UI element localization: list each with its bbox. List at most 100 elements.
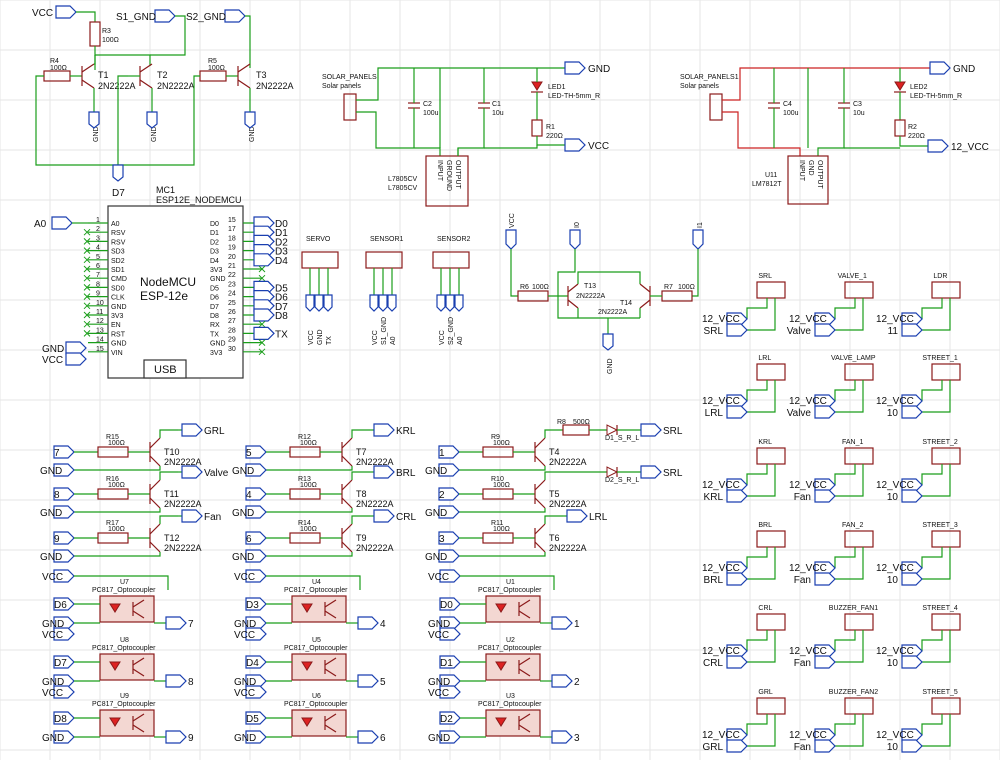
driver-output-port[interactable]	[181, 509, 203, 523]
gnd-port-solar2[interactable]	[929, 61, 951, 75]
resistor-r17[interactable]	[97, 532, 129, 544]
connector-valve_1[interactable]	[844, 281, 874, 299]
driver-gnd-port[interactable]	[53, 549, 75, 563]
resistor-r13[interactable]	[289, 488, 321, 500]
connector-port-a[interactable]	[901, 478, 923, 492]
connector-port-b[interactable]	[814, 655, 836, 669]
opto-input-port[interactable]	[53, 711, 75, 725]
driver-input-port[interactable]	[53, 487, 75, 501]
header-port[interactable]	[454, 294, 464, 312]
vcc-port-mcu[interactable]	[65, 352, 87, 366]
connector-street_1[interactable]	[931, 363, 961, 381]
connector-port-a[interactable]	[726, 478, 748, 492]
opto-output-port[interactable]	[165, 616, 187, 630]
connector-port-b[interactable]	[901, 489, 923, 503]
opto-gnd-port[interactable]	[245, 730, 267, 744]
header-port[interactable]	[436, 294, 446, 312]
resistor-r8[interactable]	[562, 424, 590, 436]
opto-vcc-port[interactable]	[245, 685, 267, 699]
resistor-r3[interactable]	[89, 21, 101, 47]
opto-input-port[interactable]	[245, 655, 267, 669]
transistor-t3[interactable]	[237, 63, 251, 89]
connector-port-a[interactable]	[726, 644, 748, 658]
gnd-port-t2[interactable]	[146, 111, 158, 129]
vcc-port-mid[interactable]	[505, 229, 517, 250]
driver-output-port[interactable]	[181, 465, 203, 479]
vcc-port-solar1[interactable]	[564, 138, 586, 152]
opto-output-port[interactable]	[357, 730, 379, 744]
connector-port-b[interactable]	[901, 739, 923, 753]
solar2-header[interactable]	[709, 93, 723, 121]
driver-output-port[interactable]	[373, 465, 395, 479]
resistor-r4[interactable]	[43, 70, 71, 82]
opto-gnd-port[interactable]	[245, 674, 267, 688]
opto-vcc-port[interactable]	[53, 627, 75, 641]
driver-gnd-port[interactable]	[438, 463, 460, 477]
connector-port-a[interactable]	[901, 394, 923, 408]
transistor-t1[interactable]	[81, 63, 95, 89]
opto-gnd-port[interactable]	[439, 730, 461, 744]
diode-icon[interactable]	[606, 466, 619, 478]
optocoupler-u5[interactable]	[291, 653, 347, 681]
i0-port[interactable]	[569, 229, 581, 250]
gnd-port-solar1[interactable]	[564, 61, 586, 75]
opto-input-port[interactable]	[439, 597, 461, 611]
s2-gnd-port[interactable]	[224, 9, 246, 23]
driver-output-port[interactable]	[373, 509, 395, 523]
optocoupler-u6[interactable]	[291, 709, 347, 737]
12vcc-port-solar2[interactable]	[927, 139, 949, 153]
connector-fan_1[interactable]	[844, 447, 874, 465]
driver-input-port[interactable]	[438, 487, 460, 501]
connector-port-b[interactable]	[814, 323, 836, 337]
opto-vcc-port[interactable]	[439, 627, 461, 641]
driver-gnd-port[interactable]	[53, 505, 75, 519]
connector-fan_2[interactable]	[844, 530, 874, 548]
header-sensor2[interactable]	[432, 251, 470, 269]
solar1-header[interactable]	[343, 93, 357, 121]
connector-port-b[interactable]	[726, 655, 748, 669]
opto-output-port[interactable]	[165, 674, 187, 688]
optocoupler-u1[interactable]	[485, 595, 541, 623]
connector-port-a[interactable]	[814, 312, 836, 326]
driver-gnd-port[interactable]	[245, 463, 267, 477]
gnd-port-t3[interactable]	[244, 111, 256, 129]
led1[interactable]	[531, 81, 543, 91]
driver-input-port[interactable]	[245, 487, 267, 501]
resistor-r11[interactable]	[482, 532, 514, 544]
driver-gnd-port[interactable]	[53, 463, 75, 477]
opto-output-port[interactable]	[551, 730, 573, 744]
connector-port-b[interactable]	[814, 739, 836, 753]
resistor-r5[interactable]	[199, 70, 227, 82]
opto-gnd-port[interactable]	[245, 616, 267, 630]
driver-input-port[interactable]	[438, 531, 460, 545]
connector-port-a[interactable]	[901, 312, 923, 326]
resistor-r12[interactable]	[289, 446, 321, 458]
resistor-r9[interactable]	[482, 446, 514, 458]
connector-grl[interactable]	[756, 697, 786, 715]
optocoupler-u8[interactable]	[99, 653, 155, 681]
optocoupler-u2[interactable]	[485, 653, 541, 681]
opto-input-port[interactable]	[245, 711, 267, 725]
connector-port-a[interactable]	[726, 394, 748, 408]
connector-port-b[interactable]	[901, 572, 923, 586]
header-port[interactable]	[323, 294, 333, 312]
connector-port-a[interactable]	[726, 561, 748, 575]
transistor-t14[interactable]	[639, 283, 651, 309]
regulator-l7805cv[interactable]	[425, 155, 469, 207]
opto-output-port[interactable]	[551, 616, 573, 630]
resistor-r15[interactable]	[97, 446, 129, 458]
mcu-net-port-d4[interactable]	[253, 253, 275, 267]
regulator-lm7812t[interactable]	[787, 155, 829, 205]
connector-port-b[interactable]	[901, 323, 923, 337]
opto-output-port[interactable]	[551, 674, 573, 688]
vcc-port-top-left[interactable]	[55, 5, 77, 19]
driver-output-port[interactable]	[373, 423, 395, 437]
driver-input-port[interactable]	[438, 445, 460, 459]
connector-port-a[interactable]	[901, 728, 923, 742]
connector-port-b[interactable]	[726, 739, 748, 753]
connector-port-b[interactable]	[726, 323, 748, 337]
driver-output-port[interactable]	[181, 423, 203, 437]
connector-port-b[interactable]	[901, 655, 923, 669]
led2[interactable]	[894, 81, 906, 91]
mcu-net-port-tx[interactable]	[253, 326, 275, 340]
